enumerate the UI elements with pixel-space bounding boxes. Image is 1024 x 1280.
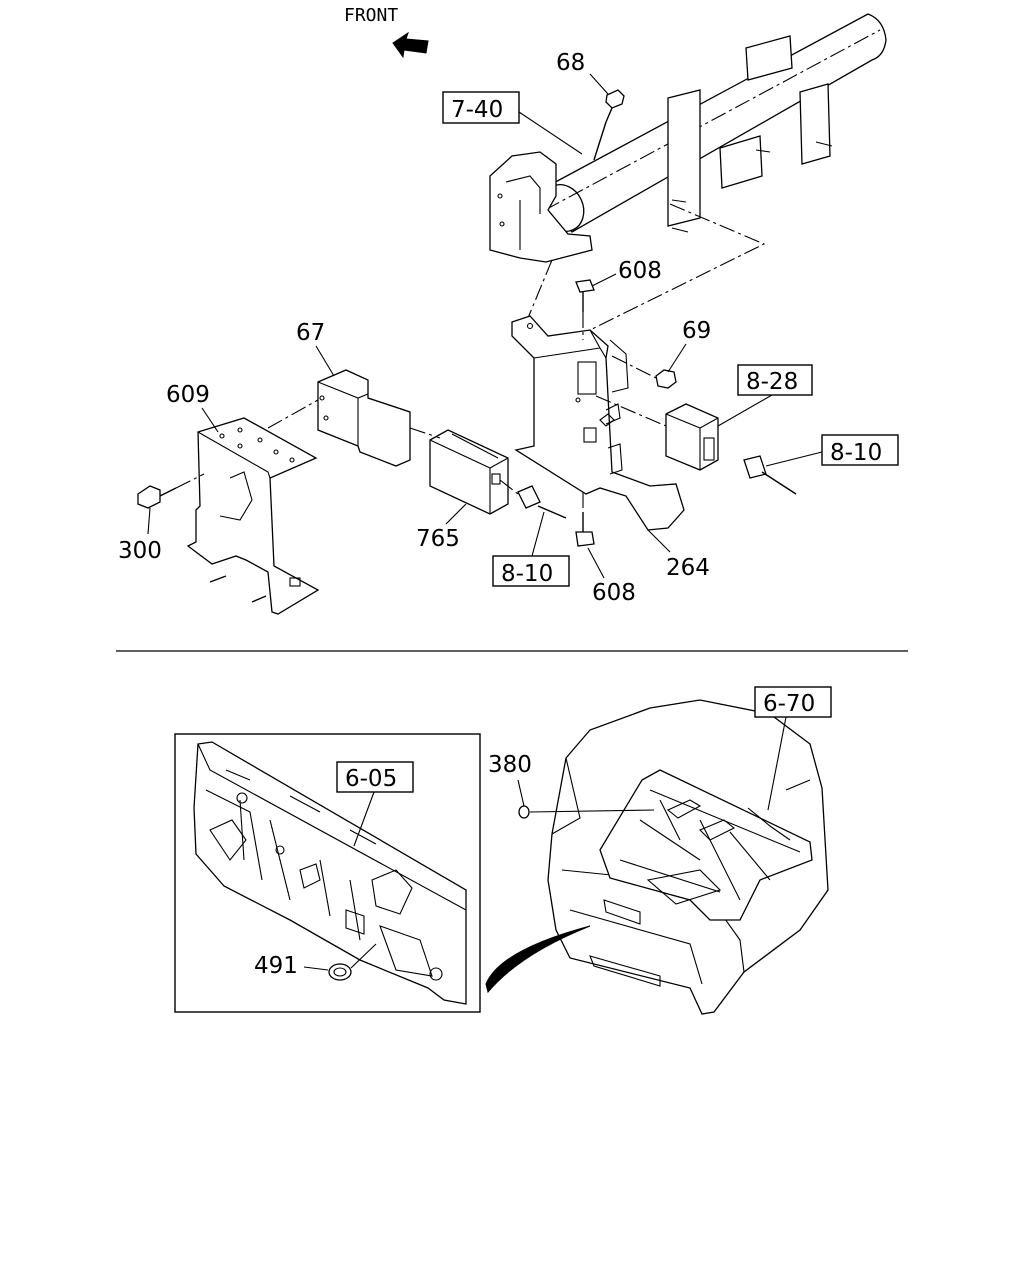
callout-264: 264 xyxy=(666,555,710,581)
detail-pointer xyxy=(485,925,591,994)
callout-300: 300 xyxy=(118,538,162,564)
ref-box-8-10-bottom xyxy=(492,555,570,587)
tube-bracket-left xyxy=(489,151,593,263)
cross-member-tube xyxy=(541,13,887,233)
ref-8-28: 8-28 xyxy=(746,369,798,395)
ref-box-8-28 xyxy=(737,364,813,396)
ref-7-40: 7-40 xyxy=(451,97,503,123)
callout-765: 765 xyxy=(416,526,460,552)
control-unit-765 xyxy=(429,429,509,515)
bracket-264 xyxy=(511,315,685,531)
callout-608-bottom: 608 xyxy=(592,580,636,606)
nut-69 xyxy=(611,355,677,389)
bolt-608-top xyxy=(575,279,595,340)
ref-box-6-70 xyxy=(754,686,832,718)
callout-67: 67 xyxy=(296,320,325,346)
plug-380 xyxy=(518,805,530,819)
connector-8-10-bottom xyxy=(499,479,567,519)
front-arrow-icon xyxy=(392,31,429,59)
control-module-8-28 xyxy=(595,395,719,471)
ref-6-70: 6-70 xyxy=(763,691,815,717)
bolt-608-bottom xyxy=(575,492,595,547)
bolt-68 xyxy=(593,89,625,161)
ref-8-10-bottom: 8-10 xyxy=(501,561,553,587)
callout-491: 491 xyxy=(254,953,298,979)
callout-68: 68 xyxy=(556,50,585,76)
connector-8-10-right xyxy=(743,455,797,495)
ref-box-7-40 xyxy=(442,91,520,124)
front-label: FRONT xyxy=(344,5,398,26)
ref-6-05: 6-05 xyxy=(345,766,397,792)
callout-69: 69 xyxy=(682,318,711,344)
ref-8-10-right: 8-10 xyxy=(830,440,882,466)
callout-380: 380 xyxy=(488,752,532,778)
bracket-609 xyxy=(186,399,320,615)
callout-608-top: 608 xyxy=(618,258,662,284)
grommet-491 xyxy=(328,963,352,981)
dash-panel-detail xyxy=(193,741,467,1005)
cab-body xyxy=(547,699,829,1015)
bolt-300 xyxy=(137,473,205,509)
callout-609: 609 xyxy=(166,382,210,408)
cover-67 xyxy=(317,369,441,467)
ref-box-6-05 xyxy=(336,761,414,793)
ref-box-8-10-right xyxy=(821,434,899,466)
